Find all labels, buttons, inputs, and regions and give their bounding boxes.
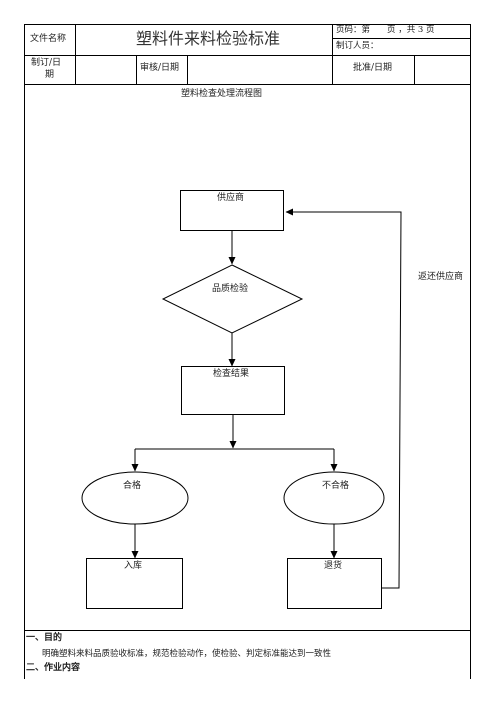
stock-in-label: 入库 bbox=[124, 561, 143, 571]
document-title: 塑料件来料检验标准 bbox=[136, 29, 281, 48]
title-col-divider bbox=[332, 24, 333, 85]
return-goods-label: 退货 bbox=[324, 561, 343, 571]
header-top-border bbox=[24, 24, 471, 25]
header-right-border bbox=[470, 24, 471, 679]
review-right-divider bbox=[187, 55, 188, 85]
pass-label: 合格 bbox=[123, 481, 142, 491]
approve-right-divider bbox=[414, 55, 415, 85]
page-info-divider bbox=[332, 38, 471, 39]
doc-name-label: 文件名称 bbox=[30, 34, 67, 44]
supplier-label: 供应商 bbox=[217, 193, 245, 203]
result-box bbox=[181, 366, 285, 415]
arrow-return-to-supplier bbox=[285, 208, 402, 589]
made-date-label-line1: 制订/日 bbox=[31, 58, 62, 68]
fail-label: 不合格 bbox=[322, 481, 350, 491]
made-date-label-line2: 期 bbox=[45, 70, 55, 80]
label-col-divider bbox=[75, 24, 76, 85]
purpose-text: 明确塑料来料品质验收标准，规范检验动作，使检验、判定标准能达到一致性 bbox=[42, 649, 332, 659]
approve-label: 批准/日期 bbox=[353, 63, 393, 73]
supplier-box bbox=[180, 190, 284, 231]
result-label: 检查结果 bbox=[213, 369, 250, 379]
header-row-divider bbox=[24, 55, 471, 56]
fail-ellipse bbox=[283, 471, 385, 525]
review-label: 审核/日期 bbox=[140, 63, 180, 73]
pass-ellipse bbox=[81, 471, 189, 525]
stock-in-box bbox=[86, 558, 183, 609]
inspection-label: 品质检验 bbox=[212, 284, 249, 294]
header-bottom-border bbox=[24, 84, 471, 85]
return-to-supplier-label: 返还供应商 bbox=[418, 272, 464, 282]
page-info: 页码：第 页 ，共 3 页 bbox=[336, 25, 435, 35]
work-heading: 二、作业内容 bbox=[26, 663, 81, 673]
inspection-diamond bbox=[161, 264, 304, 334]
sections-divider bbox=[24, 630, 471, 631]
review-left-divider bbox=[136, 55, 137, 85]
purpose-heading: 一、目的 bbox=[26, 633, 63, 643]
header-left-border bbox=[24, 24, 25, 679]
flowchart-title: 塑料检查处理流程图 bbox=[181, 89, 263, 99]
return-goods-box bbox=[287, 558, 382, 609]
author-label: 制订人员： bbox=[336, 41, 379, 51]
